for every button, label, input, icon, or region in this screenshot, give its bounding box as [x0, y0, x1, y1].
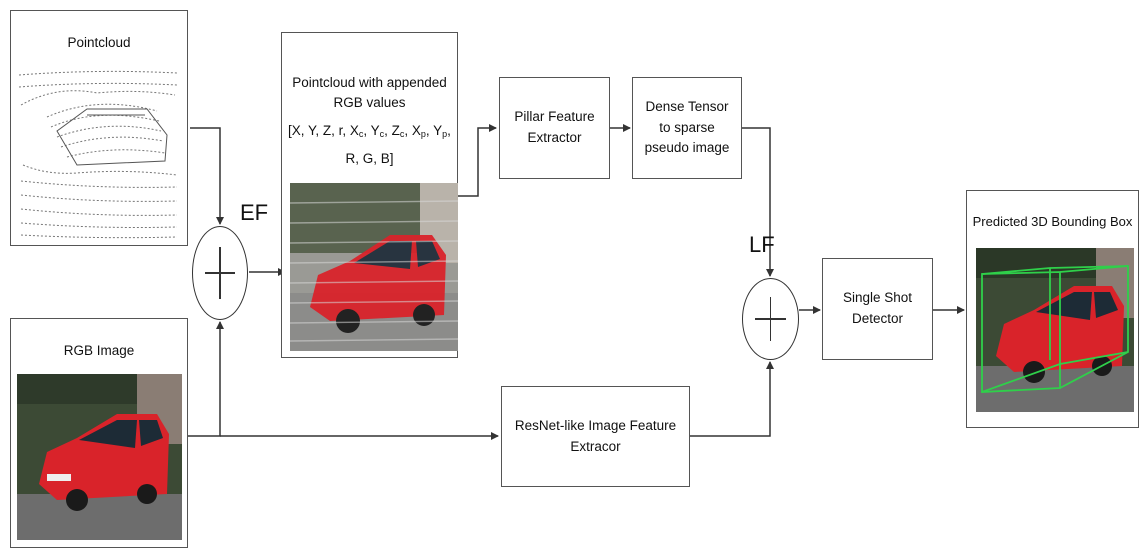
- arrow-pointcloud-to-ef: [190, 128, 220, 224]
- output-box: Predicted 3D Bounding Box: [966, 190, 1139, 428]
- arrow-appended-to-pillar: [458, 128, 496, 196]
- early-fusion-label: EF: [240, 200, 268, 226]
- resnet-feature-extractor-label: ResNet-like Image Feature Extracor: [502, 387, 689, 486]
- dense-tensor-label: Dense Tensor to sparse pseudo image: [633, 78, 741, 178]
- appended-line1: Pointcloud with appended: [282, 73, 457, 93]
- single-shot-detector-label: Single Shot Detector: [823, 259, 932, 359]
- appended-vector: [X, Y, Z, r, Xc, Yc, Zc, Xp, Yp,: [280, 121, 459, 141]
- rgb-car-image: [17, 374, 182, 540]
- appended-line4: R, G, B]: [282, 149, 457, 169]
- early-fusion-circle: [192, 226, 248, 320]
- pointcloud-input-box: Pointcloud: [10, 10, 188, 246]
- dense-tensor-box: Dense Tensor to sparse pseudo image: [632, 77, 742, 179]
- output-title: Predicted 3D Bounding Box: [967, 213, 1138, 232]
- arrow-rgb-to-ef: [188, 322, 220, 436]
- late-fusion-label: LF: [749, 232, 775, 258]
- late-fusion-circle: [742, 278, 799, 360]
- pillar-feature-extractor-box: Pillar Feature Extractor: [499, 77, 610, 179]
- output-car-image: [976, 248, 1134, 412]
- rgb-input-box: RGB Image: [10, 318, 188, 548]
- rgb-title: RGB Image: [11, 341, 187, 361]
- arrow-resnet-to-lf: [690, 362, 770, 436]
- colored-pointcloud-image: [290, 183, 458, 351]
- pillar-feature-extractor-label: Pillar Feature Extractor: [500, 78, 609, 178]
- single-shot-detector-box: Single Shot Detector: [822, 258, 933, 360]
- pointcloud-title: Pointcloud: [11, 33, 187, 53]
- appended-line2: RGB values: [282, 93, 457, 113]
- appended-pointcloud-box: Pointcloud with appended RGB values [X, …: [281, 32, 458, 358]
- pointcloud-image: [17, 65, 181, 241]
- resnet-feature-extractor-box: ResNet-like Image Feature Extracor: [501, 386, 690, 487]
